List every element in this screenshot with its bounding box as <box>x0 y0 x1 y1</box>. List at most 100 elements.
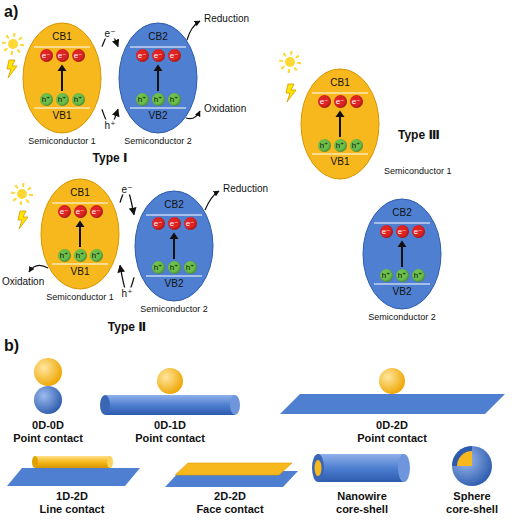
semiconductor-ellipse: CB1VB1Semiconductor 1e⁻e⁻e⁻h⁺h⁺h⁺ <box>40 178 120 290</box>
cylinder-1d <box>100 395 240 415</box>
hole-dot: h⁺ <box>74 249 87 262</box>
hole-dot: h⁺ <box>152 261 165 274</box>
band-edge <box>34 108 90 109</box>
semiconductor-ellipse: CB2VB2Semiconductor 2e⁻e⁻e⁻h⁺h⁺h⁺ <box>134 190 214 302</box>
semiconductor-label: Semiconductor 1 <box>384 166 452 177</box>
band-edge <box>374 284 430 285</box>
electron-dot: e⁻ <box>40 49 53 62</box>
sun-core <box>8 39 18 49</box>
hole-label: h⁺ <box>152 261 165 274</box>
electron-dot: e⁻ <box>56 49 69 62</box>
sphere-0d <box>157 368 183 394</box>
electron-label: e⁻ <box>168 217 181 230</box>
cylinder-body <box>35 456 110 468</box>
hole-dot: h⁺ <box>136 93 149 106</box>
band-label: CB2 <box>362 207 442 219</box>
semiconductor-label: Semiconductor 2 <box>368 312 436 323</box>
ellipse-shape <box>41 179 119 289</box>
text-label: 1D-2D <box>56 490 88 503</box>
edge-label: h⁺ <box>104 120 117 131</box>
hole-dot: h⁺ <box>152 93 165 106</box>
sphere-0d <box>34 358 62 386</box>
electron-label: e⁻ <box>74 205 87 218</box>
hole-label: h⁺ <box>56 93 69 106</box>
electron-dot: e⁻ <box>58 205 71 218</box>
hole-label: h⁺ <box>90 249 103 262</box>
semiconductor-label: Semiconductor 1 <box>46 292 114 303</box>
excitation-arrow <box>79 226 81 247</box>
electron-label: e⁻ <box>334 95 347 108</box>
band-label: VB2 <box>362 286 442 298</box>
electron-dot: e⁻ <box>90 205 103 218</box>
ellipse-shape <box>301 69 379 179</box>
electron-dot: e⁻ <box>184 217 197 230</box>
hole-label: h⁺ <box>136 93 149 106</box>
excitation-arrow <box>173 238 175 259</box>
sphere-0d <box>34 386 62 414</box>
ellipse-shape <box>135 191 213 301</box>
sun-rays <box>281 53 299 71</box>
ellipse-shape <box>23 23 101 133</box>
text-label: Type Ⅲ <box>398 128 440 142</box>
hole-label: h⁺ <box>380 269 393 282</box>
electron-label: e⁻ <box>56 49 69 62</box>
band-edge <box>146 215 202 216</box>
sun-rays <box>13 185 31 203</box>
electron-dot: e⁻ <box>152 49 165 62</box>
hole-dot: h⁺ <box>90 249 103 262</box>
electron-dot: e⁻ <box>168 49 181 62</box>
band-edge <box>312 154 368 155</box>
edge-label: h⁺ <box>121 288 134 299</box>
edge-label: e⁻ <box>121 183 134 194</box>
band-edge <box>52 264 108 265</box>
hole-dot: h⁺ <box>40 93 53 106</box>
sun-icon <box>4 35 22 53</box>
cylinder-body <box>105 395 235 415</box>
electron-label: e⁻ <box>380 225 393 238</box>
edge-label: e⁻ <box>104 27 117 38</box>
hole-dot: h⁺ <box>168 93 181 106</box>
band-edge <box>130 47 186 48</box>
core-cut <box>457 451 472 466</box>
hole-label: h⁺ <box>58 249 71 262</box>
cylinder-end <box>230 395 240 415</box>
band-label: VB1 <box>300 156 380 168</box>
core-end <box>315 460 322 476</box>
band-label: CB1 <box>22 31 102 43</box>
excitation-arrowhead <box>336 111 345 118</box>
hole-dot: h⁺ <box>334 139 347 152</box>
shell-body <box>318 454 404 482</box>
electron-label: e⁻ <box>40 49 53 62</box>
text-label: 0D-0D <box>32 419 64 432</box>
band-label: CB2 <box>134 199 214 211</box>
hole-dot: h⁺ <box>412 269 425 282</box>
semiconductor-label: Semiconductor 2 <box>124 136 192 147</box>
excitation-arrowhead <box>76 221 85 228</box>
electron-dot: e⁻ <box>396 225 409 238</box>
electron-label: e⁻ <box>396 225 409 238</box>
band-label: CB1 <box>300 77 380 89</box>
hole-dot: h⁺ <box>56 93 69 106</box>
electron-label: e⁻ <box>152 217 165 230</box>
text-label: Point contact <box>13 432 83 445</box>
excitation-arrowhead <box>154 65 163 72</box>
hole-dot: h⁺ <box>58 249 71 262</box>
sun-icon <box>281 53 299 71</box>
ellipse-shape <box>119 23 197 133</box>
sun-icon <box>13 185 31 203</box>
text-label: Type Ⅰ <box>93 151 128 165</box>
electron-dot: e⁻ <box>412 225 425 238</box>
oxidation-arrow <box>29 265 48 272</box>
band-edge <box>374 223 430 224</box>
electron-dot: e⁻ <box>74 205 87 218</box>
text-label: Nanowire <box>337 490 387 503</box>
electron-dot: e⁻ <box>72 49 85 62</box>
band-edge <box>312 93 368 94</box>
hole-label: h⁺ <box>40 93 53 106</box>
hole-label: h⁺ <box>74 249 87 262</box>
reduction-arrow <box>205 191 219 210</box>
band-edge <box>34 47 90 48</box>
cylinder-end <box>100 395 110 415</box>
hole-dot: h⁺ <box>184 261 197 274</box>
